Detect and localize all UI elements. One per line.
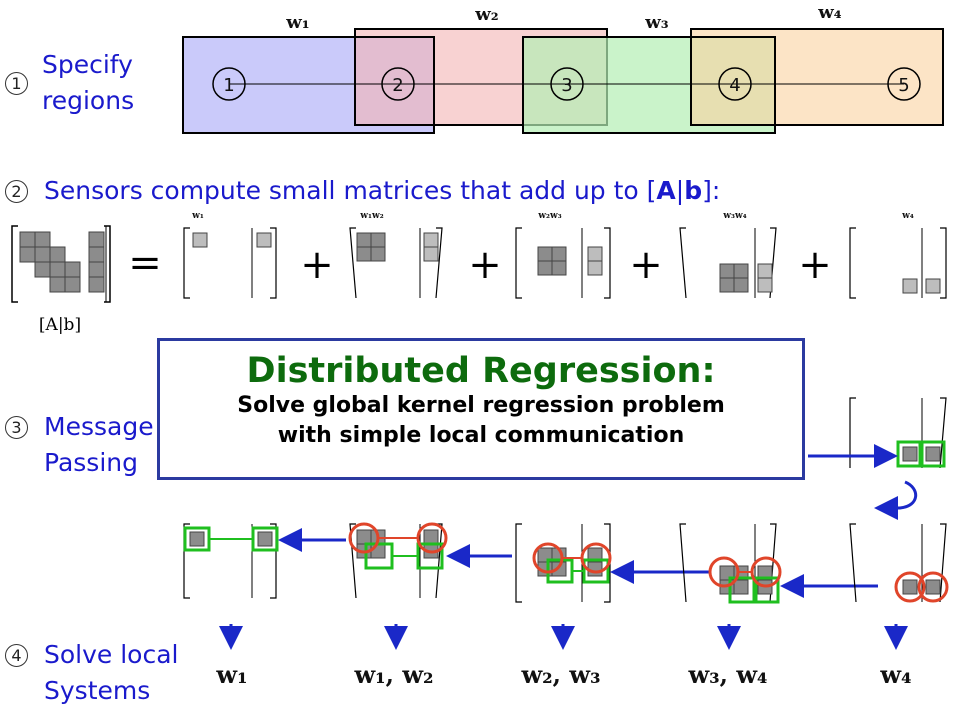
step-text: Sensors compute small matrices that add …: [44, 176, 720, 206]
node-4: 4: [718, 67, 752, 101]
loop-arrow-icon: [874, 480, 918, 520]
plus-sign: +: [629, 242, 663, 288]
message-matrix-5: [849, 523, 949, 603]
plus-sign: +: [798, 242, 832, 288]
matrix-equation: [A|b] = w₁ + w₁w₂ +: [11, 211, 947, 335]
message-matrix-4: [679, 523, 782, 604]
callout-title: Distributed Regression:: [246, 351, 716, 391]
message-matrix-top: [808, 397, 947, 520]
solution-1: w₁: [215, 660, 247, 689]
message-matrix-2: [348, 522, 448, 599]
matrix-label-w2w3: w₂w₃: [537, 211, 561, 221]
solution-2: w₁, w₂: [353, 660, 433, 689]
matrix-label-w3w4: w₃w₄: [722, 211, 746, 221]
node-2: 2: [381, 67, 415, 101]
solve-row: w₁ w₁, w₂ w₂, w₃ w₃, w₄ w₄: [215, 624, 912, 689]
step-text-line2: regions: [42, 86, 135, 115]
matrix-w1: w₁: [183, 211, 277, 299]
step-text-line2: Systems: [44, 676, 151, 705]
step-text-line1: Solve local: [44, 640, 179, 669]
region-w1-outline: [182, 36, 435, 134]
region-label-w4: w₄: [817, 2, 841, 23]
matrix-label-w4: w₄: [901, 211, 914, 221]
step-number: 1: [5, 72, 28, 95]
solution-5: w₄: [879, 660, 911, 689]
matrix-w1w2: w₁w₂: [349, 211, 443, 299]
matrix-label-w1: w₁: [191, 211, 204, 221]
plus-sign: +: [468, 242, 502, 288]
step-text-sep: |: [675, 176, 685, 205]
matrix-label-Ab: [A|b]: [39, 315, 81, 335]
step-text-b: b: [684, 176, 703, 205]
step-text-prefix: Sensors compute small matrices that add …: [44, 176, 657, 205]
region-label-w2: w₂: [474, 4, 498, 25]
matrix-w2w3: w₂w₃: [515, 211, 611, 299]
callout-line-2: with simple local communication: [277, 423, 685, 448]
node-label: 4: [729, 75, 740, 96]
solution-4: w₃, w₄: [687, 660, 767, 689]
message-row: [183, 522, 949, 604]
step-text-line2: Passing: [44, 448, 138, 477]
step-number: 3: [5, 416, 28, 439]
solution-3: w₂, w₃: [520, 660, 600, 689]
node-label: 3: [561, 75, 572, 96]
node-5: 5: [887, 67, 921, 101]
message-matrix-1: [183, 523, 279, 599]
message-matrix-3: [515, 523, 612, 603]
step-text-A: A: [656, 176, 676, 205]
region-w3-outline: [522, 36, 776, 134]
step-number: 2: [5, 180, 28, 203]
region-label-w3: w₃: [644, 12, 668, 33]
node-3: 3: [550, 67, 584, 101]
callout-line-1: Solve global kernel regression problem: [237, 393, 725, 418]
matrix-w4: w₄: [849, 211, 947, 299]
node-label: 2: [392, 75, 403, 96]
matrix-w3w4: w₃w₄: [679, 211, 777, 299]
region-w4: [690, 28, 944, 126]
step-number: 4: [5, 644, 28, 667]
step-text-suffix: ]:: [702, 176, 721, 205]
plus-sign: +: [300, 242, 334, 288]
region-label-w1: w₁: [285, 12, 309, 33]
node-label: 5: [898, 75, 909, 96]
equals-sign: =: [128, 240, 162, 286]
step-text-line1: Message: [44, 412, 154, 441]
node-label: 1: [223, 75, 234, 96]
regions: 1 2 3 4 5 w₁ w₂ w₃ w₄: [182, 2, 944, 134]
node-1: 1: [212, 67, 246, 101]
step-text-line1: Specify: [42, 50, 133, 79]
callout-box: Distributed Regression: Solve global ker…: [157, 338, 805, 480]
matrix-label-w1w2: w₁w₂: [359, 211, 383, 221]
matrix-Ab: [A|b]: [11, 225, 111, 335]
